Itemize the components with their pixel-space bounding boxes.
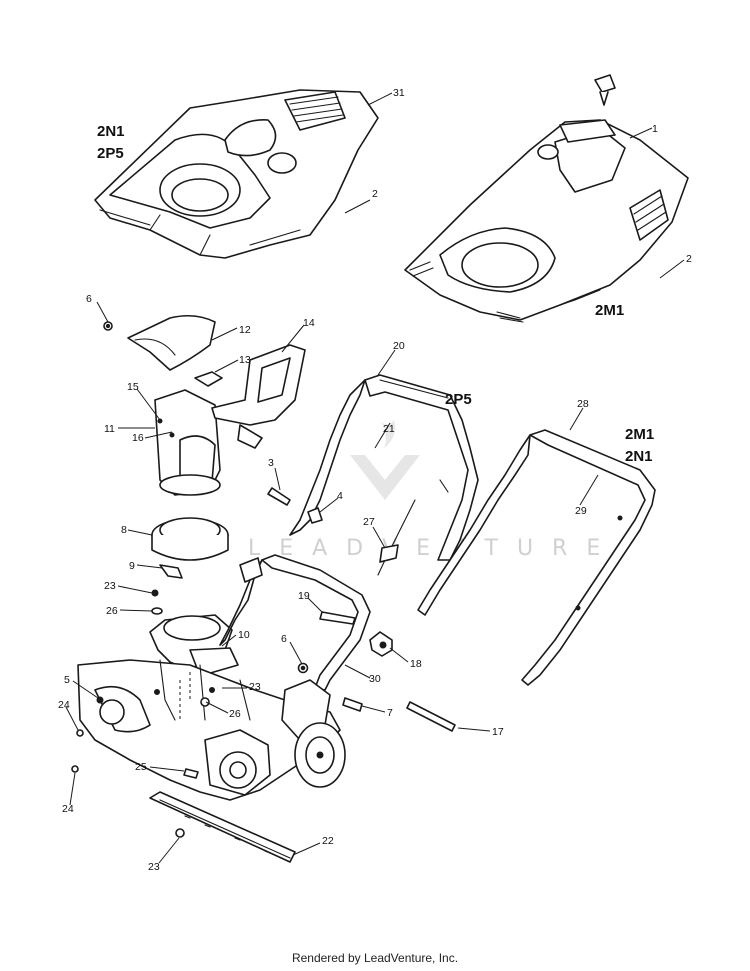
callout-28: 28 [577,398,589,410]
svg-text:L E A D V E N T U R E: L E A D V E N T U R E [248,536,606,561]
callout-4: 4 [337,490,343,502]
callout-27: 27 [363,516,375,528]
variant-label-2m1-shroud: 2M1 [595,302,624,319]
handle-lower [219,487,456,732]
variant-label-2p5: 2P5 [97,145,124,162]
callout-17: 17 [492,726,504,738]
variant-label-2n1: 2N1 [97,123,125,140]
callout-12: 12 [239,324,251,336]
callout-10: 10 [238,629,250,641]
auger-housing [71,659,346,801]
callout-31: 31 [393,87,405,99]
callout-16: 16 [132,432,144,444]
callout-2: 2 [686,253,692,265]
variant-label-2m1-handle: 2M1 [625,426,654,443]
variant-label-2p5-handle: 2P5 [445,391,472,408]
callout-25: 25 [135,761,147,773]
leadventure-watermark: L E A D V E N T U R E [248,418,606,561]
callout-5: 5 [64,674,70,686]
callout-26: 26 [229,708,241,720]
callout-3: 3 [268,457,274,469]
callout-numbers: 31 2 1 2 6 12 14 13 15 11 16 20 21 28 29… [58,87,692,873]
scraper-bar [149,791,296,863]
handle-upper-2p5 [289,374,479,561]
shroud-2n1-2p5 [94,89,379,259]
callout-22: 22 [322,835,334,847]
callout-6: 6 [281,633,287,645]
callout-20: 20 [393,340,405,352]
callout-11: 11 [104,423,115,435]
callout-24: 24 [62,803,74,815]
callout-1: 1 [652,123,658,135]
callout-29: 29 [575,505,587,517]
callout-19: 19 [298,590,310,602]
callout-2: 2 [372,188,378,200]
callout-7: 7 [387,707,393,719]
handle-upper-2m1-2n1 [417,429,656,686]
variant-label-2n1-handle: 2N1 [625,448,653,465]
callout-26: 26 [106,605,118,617]
callout-6: 6 [86,293,92,305]
callout-13: 13 [239,354,251,366]
callout-21: 21 [383,423,395,435]
callout-23: 23 [104,580,116,592]
callout-30: 30 [369,673,381,685]
footer-credit: Rendered by LeadVenture, Inc. [291,951,459,965]
callout-9: 9 [129,560,135,572]
callout-18: 18 [410,658,422,670]
callout-23: 23 [148,861,160,873]
callout-8: 8 [121,524,127,536]
leader-lines [65,92,685,864]
callout-23: 23 [249,681,261,693]
shroud-2m1 [404,74,689,323]
callout-15: 15 [127,381,139,393]
chute-assembly [103,314,306,677]
callout-24: 24 [58,699,70,711]
callout-14: 14 [303,317,315,329]
